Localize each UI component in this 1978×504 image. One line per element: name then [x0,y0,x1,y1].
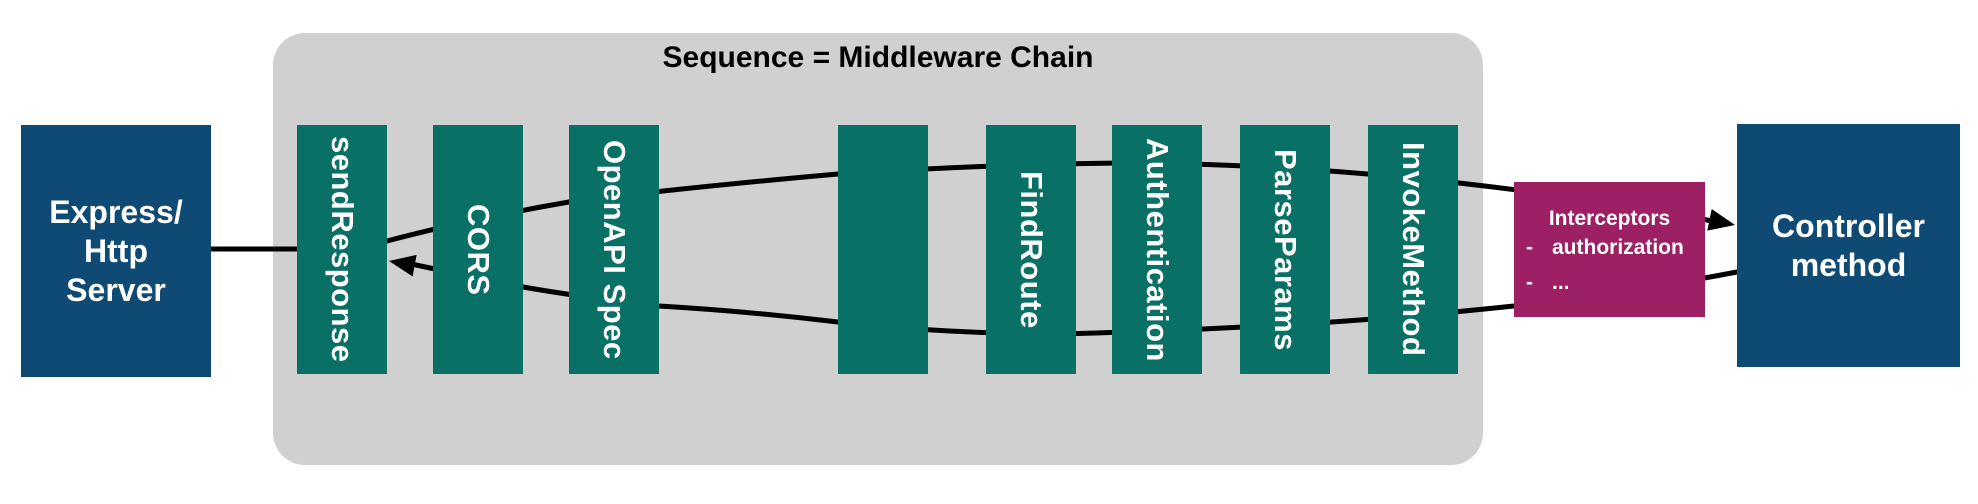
middleware-box-invoke-method: InvokeMethod [1368,125,1458,374]
interceptors-title: Interceptors [1548,207,1671,230]
response-arrowhead [389,254,417,277]
request-arrowhead [1707,209,1735,231]
middleware-box-send-response: sendResponse [297,125,387,374]
express-http-server-node: Express/ Http Server [21,125,211,377]
bullet-dash: - [1526,236,1533,259]
middleware-box-find-route: FindRoute [986,125,1076,374]
bullet-dash: - [1526,271,1533,294]
sequence-title: Sequence = Middleware Chain [662,41,1094,74]
express-node-line: Http [84,232,148,269]
middleware-box-cors: CORS [433,125,523,374]
interceptors-item-label: ... [1552,271,1570,294]
middleware-box-authentication: Authentication [1112,125,1202,374]
controller-node-line: method [1790,246,1907,283]
interceptors-item-authorization: - authorization [1524,233,1695,262]
interceptors-item-label: authorization [1552,236,1684,259]
interceptors-item-ellipsis: - ... [1524,268,1695,297]
express-node-line: Server [66,271,166,308]
middleware-box-parse-params: ParseParams [1240,125,1330,374]
interceptors-box: Interceptors - authorization - ... [1514,182,1705,317]
controller-method-node: Controller method [1737,124,1960,367]
controller-node-line: Controller [1772,207,1925,244]
middleware-box-openapi-spec: OpenAPI Spec [569,125,659,374]
middleware-box-empty [838,125,928,374]
express-node-line: Express/ [49,193,183,230]
